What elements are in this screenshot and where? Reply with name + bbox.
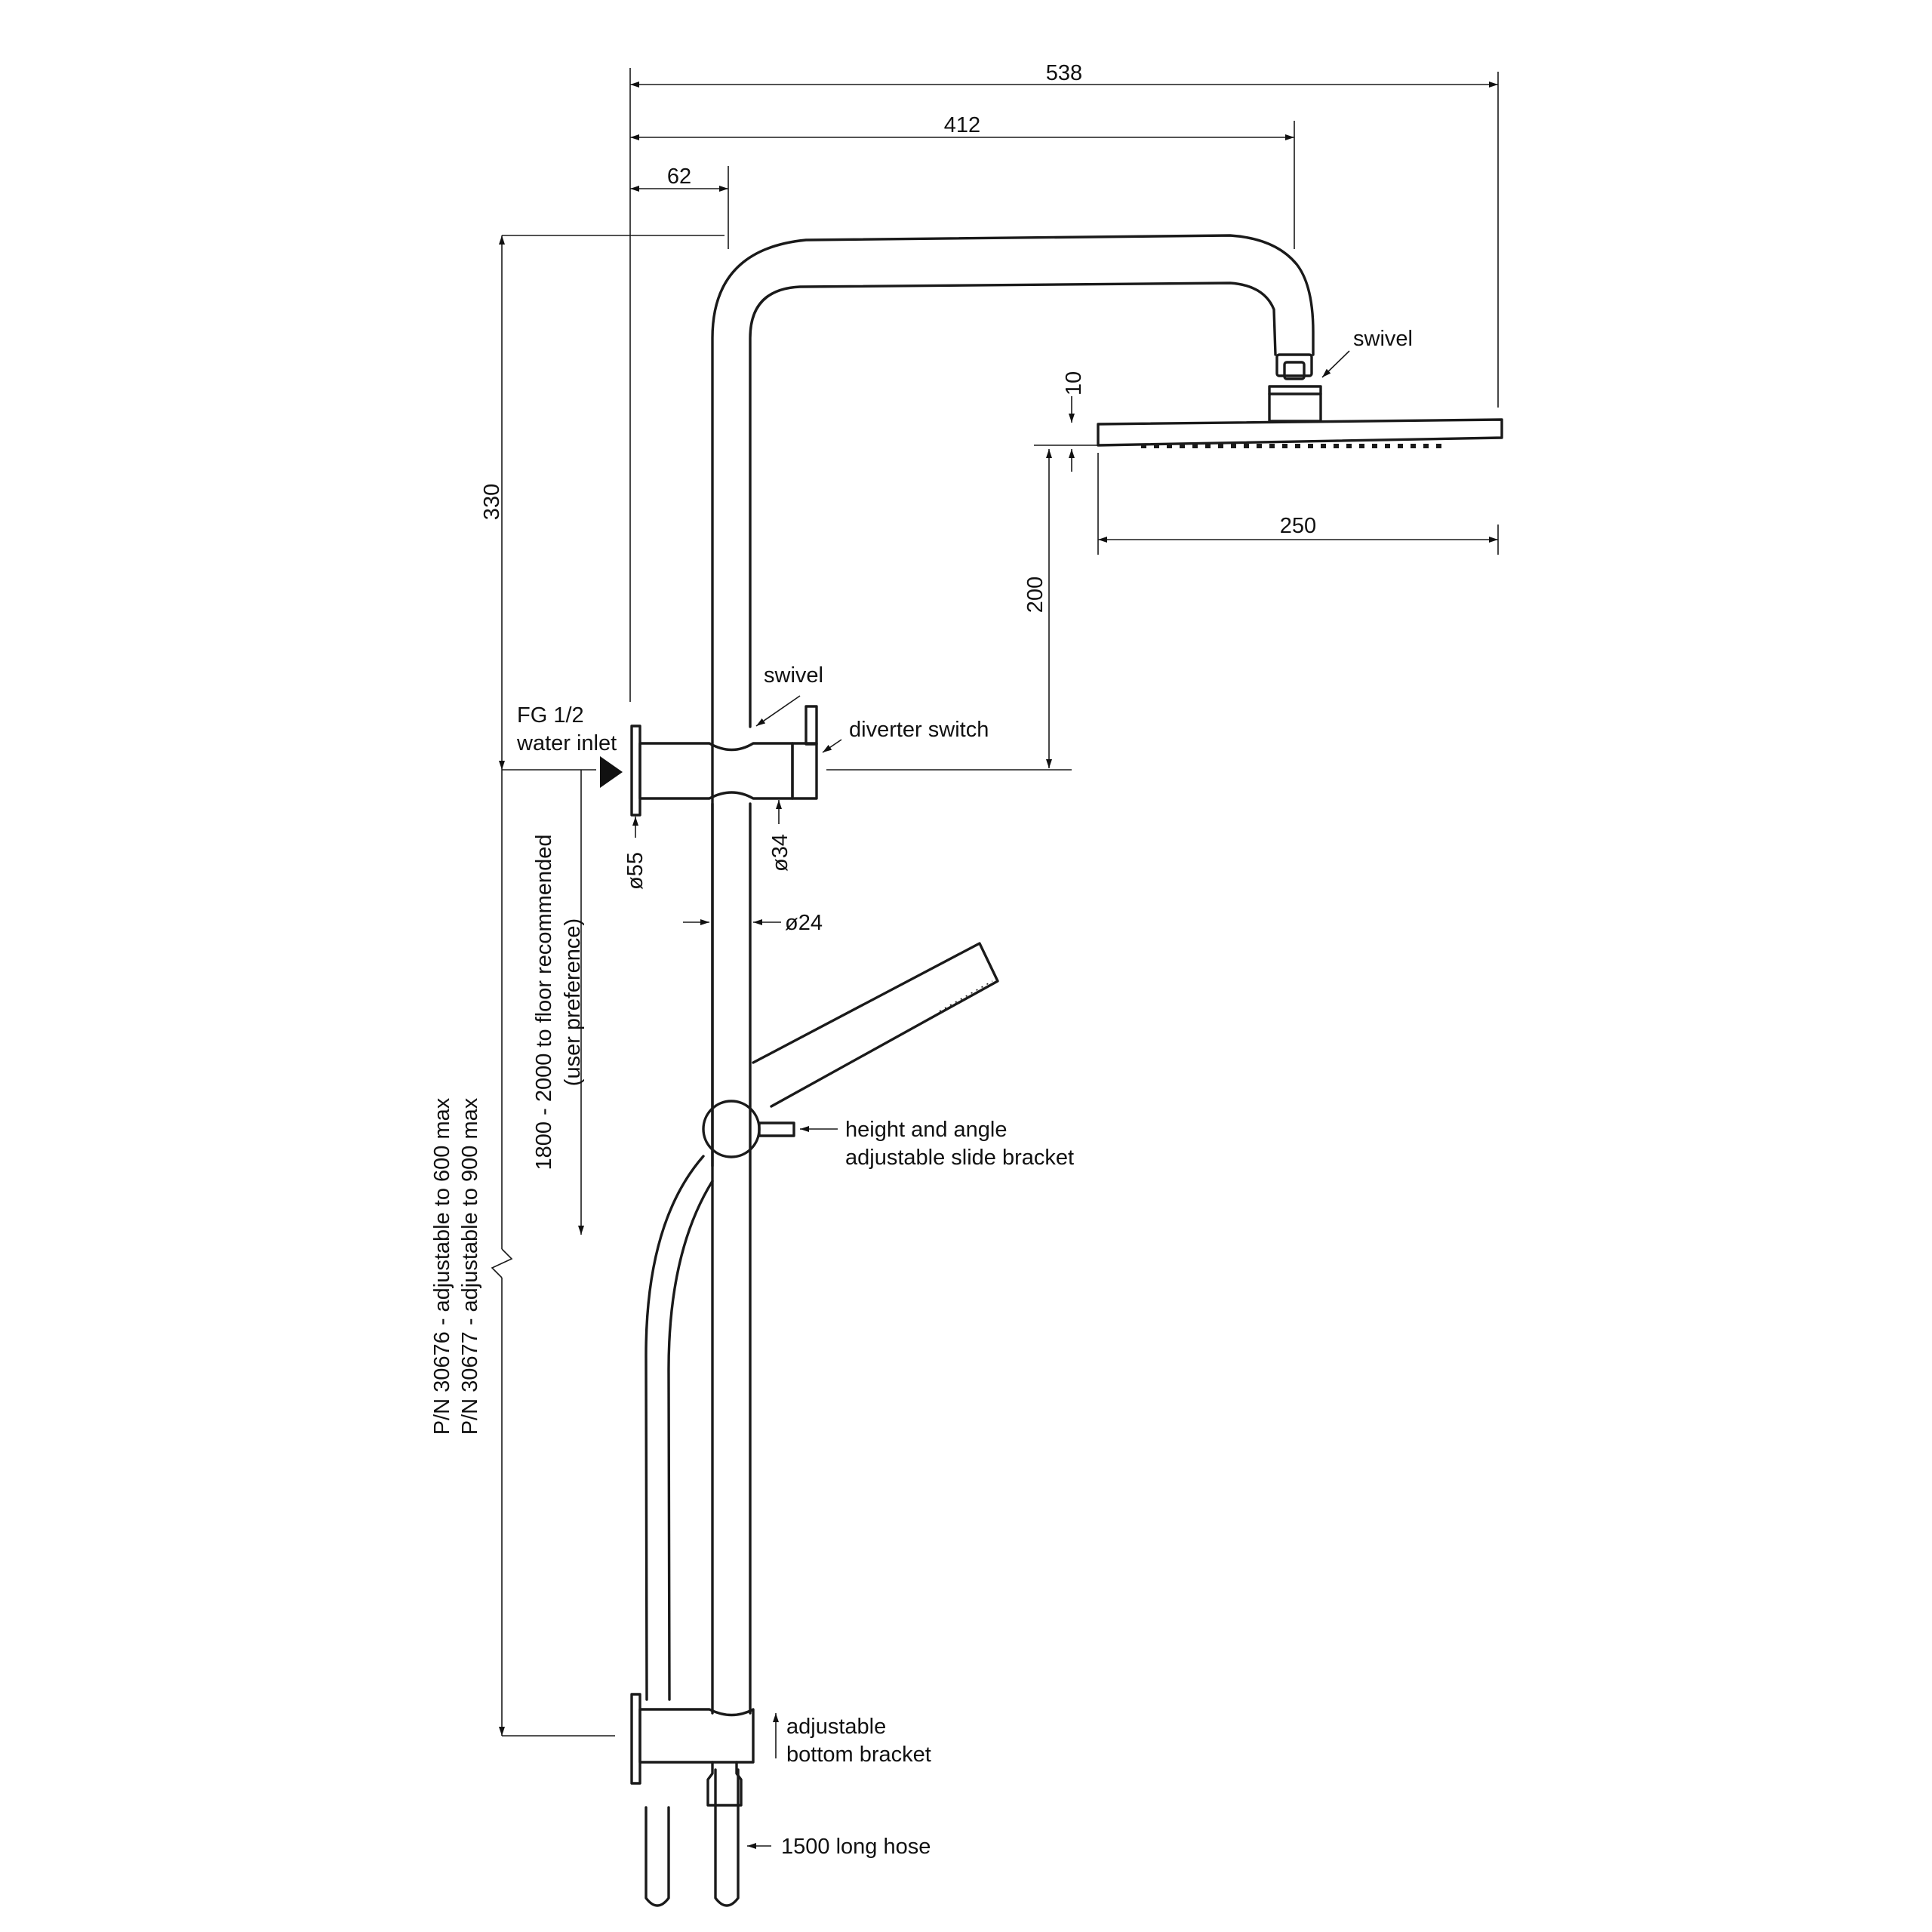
nozzle-dot bbox=[1269, 444, 1275, 448]
dim-diverter-diameter: ø34 bbox=[768, 834, 792, 872]
slide-bracket-lever[interactable] bbox=[758, 1121, 795, 1137]
nozzle-dot bbox=[1218, 444, 1223, 448]
label-slide-line1: height and angle bbox=[845, 1118, 1007, 1142]
hand-shower bbox=[702, 942, 999, 1158]
bottom-bracket bbox=[630, 1693, 755, 1807]
label-inlet-line1: FG 1/2 bbox=[517, 703, 584, 728]
nozzle-dot bbox=[1295, 444, 1300, 448]
dim-538: 538 bbox=[1046, 61, 1082, 85]
nozzle-dot bbox=[1436, 444, 1441, 448]
label-diverter-switch: diverter switch bbox=[849, 718, 989, 742]
nozzle-dot bbox=[1385, 444, 1390, 448]
dim-250: 250 bbox=[1280, 514, 1316, 538]
diverter-cap bbox=[791, 742, 818, 800]
dim-10: 10 bbox=[1062, 371, 1086, 395]
nozzle-dot bbox=[1154, 444, 1159, 448]
head-swivel-joint bbox=[1268, 353, 1322, 423]
nozzle-dot bbox=[1257, 444, 1262, 448]
label-slide-line2: adjustable slide bracket bbox=[845, 1146, 1074, 1170]
nozzle-dot bbox=[1205, 444, 1211, 448]
label-bottom-line2: bottom bracket bbox=[786, 1743, 931, 1767]
shower-hose bbox=[645, 1155, 740, 1907]
label-pn-line1: P/N 30676 - adjustable to 600 max bbox=[430, 1097, 454, 1435]
dim-flange-diameter: ø55 bbox=[623, 852, 648, 890]
label-pn-line2: P/N 30677 - adjustable to 900 max bbox=[458, 1097, 482, 1435]
nozzle-dot bbox=[1282, 444, 1287, 448]
nozzle-dot bbox=[1372, 444, 1377, 448]
nozzle-dot bbox=[1334, 444, 1339, 448]
nozzle-dot bbox=[1359, 444, 1364, 448]
hand-shower-nozzles bbox=[939, 980, 993, 1012]
nozzle-dot bbox=[1231, 444, 1236, 448]
nozzle-dot bbox=[1141, 444, 1146, 448]
shower-head-nozzles bbox=[1141, 444, 1441, 448]
shower-rail bbox=[711, 234, 1315, 1715]
label-floor-line2: (user preference) bbox=[561, 918, 585, 1086]
label-floor-line1: 1800 - 2000 to floor recommended bbox=[532, 835, 556, 1171]
nozzle-dot bbox=[1321, 444, 1326, 448]
label-hose: 1500 long hose bbox=[781, 1835, 931, 1859]
dimension-lines bbox=[491, 68, 1499, 1849]
water-inlet-arrow bbox=[600, 756, 623, 788]
diverter-switch-lever[interactable] bbox=[804, 705, 818, 746]
nozzle-dot bbox=[1398, 444, 1403, 448]
rail-outer-contour bbox=[711, 234, 1315, 1168]
rail-inner-contour bbox=[749, 281, 1277, 728]
inlet-assembly bbox=[600, 705, 818, 817]
nozzle-dot bbox=[1423, 444, 1429, 448]
nozzle-dot bbox=[1411, 444, 1416, 448]
nozzle-dot bbox=[1244, 444, 1249, 448]
hand-shower-body bbox=[752, 942, 999, 1108]
label-bottom-line1: adjustable bbox=[786, 1715, 886, 1739]
nozzle-dot bbox=[1308, 444, 1313, 448]
label-swivel-head: swivel bbox=[1353, 327, 1413, 351]
nozzle-dot bbox=[1180, 444, 1185, 448]
shower-head bbox=[1097, 418, 1503, 448]
nozzle-dot bbox=[1167, 444, 1172, 448]
dimension-texts: 538 412 62 330 10 250 200 ø55 ø34 ø24 bbox=[480, 61, 1316, 935]
dim-200: 200 bbox=[1023, 577, 1048, 613]
callout-labels: swivel swivel FG 1/2 water inlet diverte… bbox=[430, 327, 1413, 1859]
label-inlet-line2: water inlet bbox=[516, 731, 617, 755]
nozzle-dot bbox=[1346, 444, 1352, 448]
nozzle-dot bbox=[1192, 444, 1198, 448]
diverter-body bbox=[638, 742, 794, 800]
label-swivel-mid: swivel bbox=[764, 663, 823, 688]
dim-412: 412 bbox=[944, 113, 980, 137]
dim-rail-diameter: ø24 bbox=[785, 911, 823, 935]
dim-330: 330 bbox=[480, 484, 504, 520]
dim-62: 62 bbox=[667, 165, 691, 189]
